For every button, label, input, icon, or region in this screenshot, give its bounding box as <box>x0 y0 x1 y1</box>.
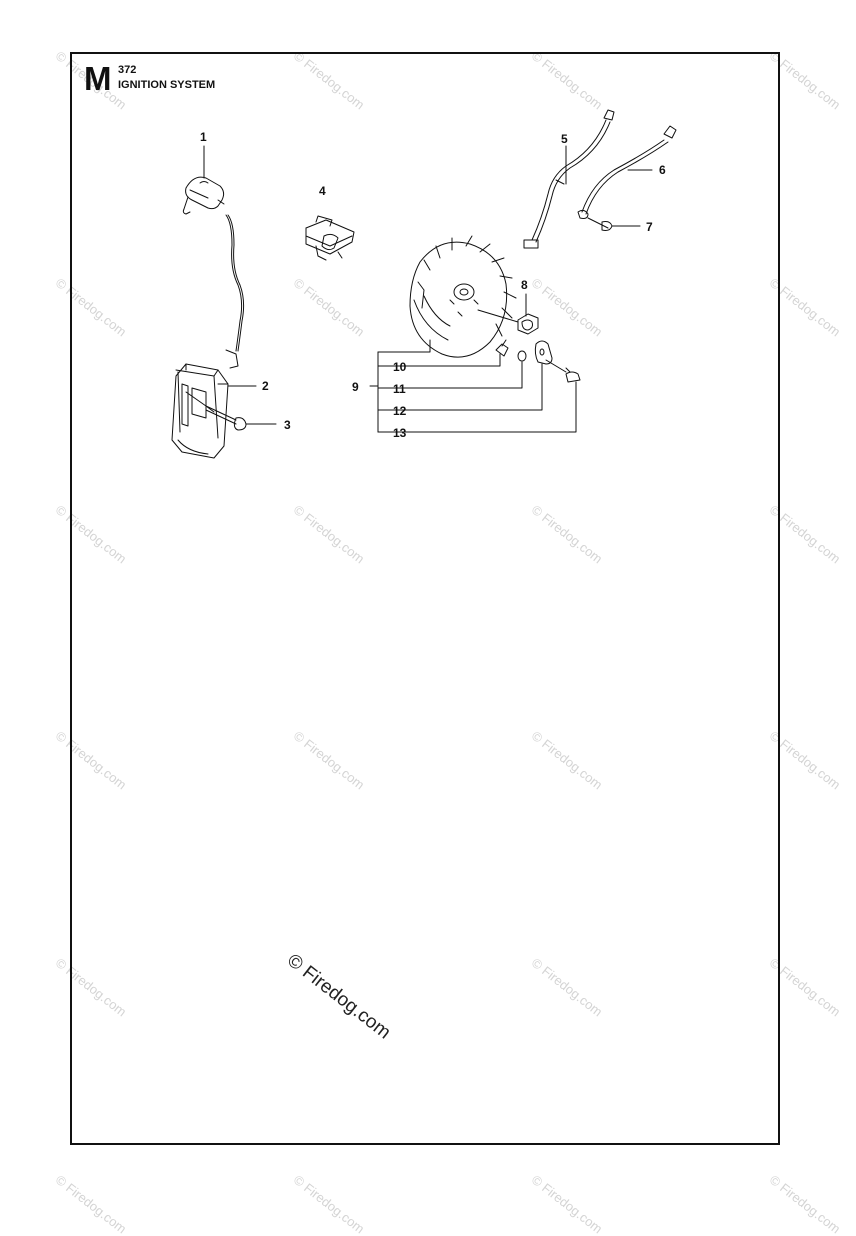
pawl-screw <box>545 359 581 383</box>
callout-5: 5 <box>561 132 568 146</box>
callout-1: 1 <box>200 130 207 144</box>
callout-12: 12 <box>393 404 407 418</box>
callout-9: 9 <box>352 380 359 394</box>
callout-13: 13 <box>393 426 407 440</box>
callout-11: 11 <box>393 382 406 396</box>
model-number: 372 <box>118 64 137 76</box>
washer <box>517 350 527 362</box>
ground-cable-screw <box>587 217 613 231</box>
stop-switch <box>305 215 355 261</box>
callout-6: 6 <box>659 163 666 177</box>
flywheel-nut <box>477 309 539 335</box>
ignition-module <box>171 349 239 459</box>
flywheel <box>409 235 517 358</box>
leader-line-13 <box>377 381 577 433</box>
leader-line-12 <box>377 363 543 411</box>
callout-8: 8 <box>521 278 528 292</box>
starter-pawl <box>534 340 553 365</box>
callout-3: 3 <box>284 418 291 432</box>
diagram-frame <box>70 52 780 1145</box>
ignition-wire <box>225 214 243 352</box>
callout-7: 7 <box>646 220 653 234</box>
spark-plug-boot <box>182 176 225 215</box>
section-letter: M <box>84 60 111 97</box>
callout-10: 10 <box>393 360 407 374</box>
section-title: IGNITION SYSTEM <box>118 79 216 91</box>
leader-line-11 <box>377 361 523 389</box>
ignition-parts-diagram <box>171 109 677 459</box>
callout-2: 2 <box>262 379 269 393</box>
callout-4: 4 <box>319 184 326 198</box>
ground-cable <box>577 125 677 219</box>
leader-line-10 <box>377 339 501 367</box>
module-screw <box>205 405 247 431</box>
pawl-spring <box>495 339 509 357</box>
short-circuit-cable <box>523 109 615 249</box>
